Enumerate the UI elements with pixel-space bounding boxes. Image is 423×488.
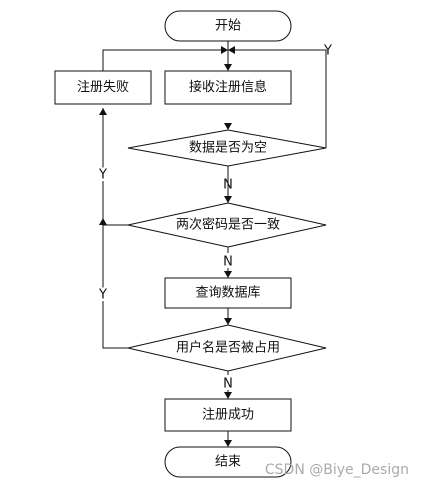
arrowhead-fail: [99, 108, 107, 115]
node-success-label: 注册成功: [202, 408, 254, 423]
label-empty-yes: Y: [323, 44, 332, 59]
label-empty-no: N: [223, 178, 233, 193]
arrowhead-end: [224, 440, 232, 447]
node-start-label: 开始: [215, 19, 241, 34]
node-success: 注册成功: [164, 398, 292, 432]
edge-taken-yes: [102, 225, 128, 349]
node-receive: 接收注册信息: [164, 70, 292, 105]
node-check-password: 两次密码是否一致: [127, 202, 327, 248]
node-query-db: 查询数据库: [164, 277, 292, 309]
node-fail: 注册失败: [54, 70, 152, 105]
process-receive-shape: [164, 70, 292, 105]
arrowhead-success: [224, 392, 232, 399]
edge-fail-loop: [102, 49, 224, 71]
arrowhead-check-empty: [224, 123, 232, 130]
edge-password-yes: [102, 108, 128, 226]
node-query-db-label: 查询数据库: [195, 285, 260, 301]
label-taken-yes: Y: [98, 288, 107, 303]
node-check-taken-label: 用户名是否被占用: [176, 340, 280, 356]
label-taken-no: N: [223, 377, 233, 392]
decision-taken-shape: [127, 324, 327, 372]
edge-empty-yes-loop: [232, 49, 327, 148]
arrowhead-check-taken: [224, 318, 232, 325]
process-query-shape: [164, 277, 292, 309]
terminal-end-shape: [164, 446, 292, 478]
node-end-label: 结束: [215, 455, 241, 470]
node-check-password-label: 两次密码是否一致: [176, 217, 280, 233]
label-password-no: N: [223, 255, 233, 270]
node-end: 结束: [164, 446, 292, 478]
decision-empty-shape: [127, 129, 327, 167]
node-start: 开始: [164, 10, 292, 42]
watermark: CSDN @Biye_Design: [265, 462, 409, 478]
arrowhead-merge-right: [228, 46, 235, 54]
node-receive-label: 接收注册信息: [189, 79, 267, 95]
arrowhead-receive: [224, 64, 232, 71]
terminal-start-shape: [164, 10, 292, 42]
process-success-shape: [164, 398, 292, 432]
edge-labels: Y N Y N Y N: [96, 44, 333, 395]
process-fail-shape: [54, 70, 152, 105]
decision-password-shape: [127, 202, 327, 248]
node-fail-label: 注册失败: [77, 80, 129, 95]
node-check-empty-label: 数据是否为空: [189, 141, 267, 156]
label-password-yes: Y: [98, 168, 107, 183]
arrowhead-merge-left: [221, 46, 228, 54]
arrowhead-query-db: [224, 271, 232, 278]
node-check-empty: 数据是否为空: [127, 129, 327, 167]
arrowhead-check-password: [224, 196, 232, 203]
node-check-taken: 用户名是否被占用: [127, 324, 327, 372]
arrowhead-password-yes-up: [99, 218, 107, 225]
